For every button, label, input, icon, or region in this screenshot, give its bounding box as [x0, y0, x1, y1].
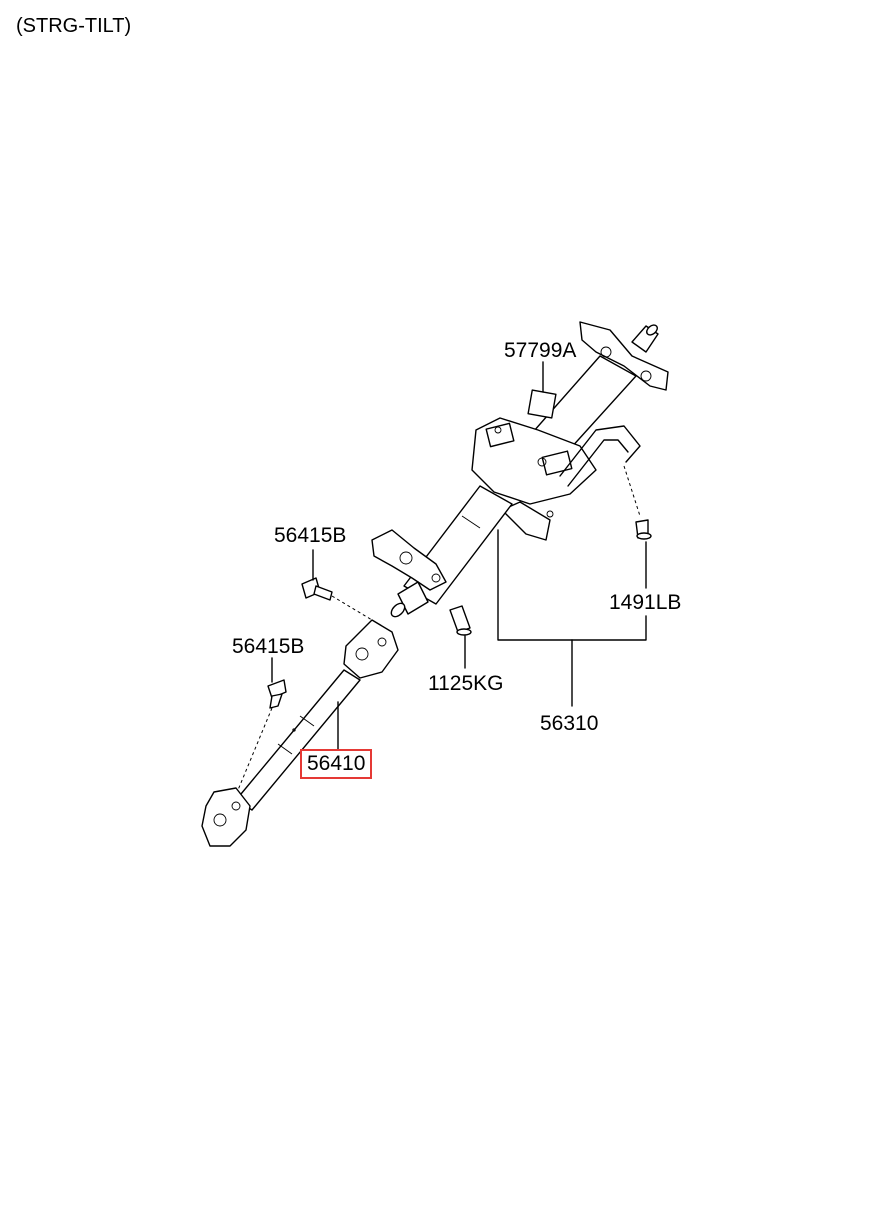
part-label-56310: 56310 [540, 712, 599, 735]
fasteners [237, 465, 652, 791]
part-label-1125kg: 1125KG [428, 672, 504, 695]
steering-column-assembly [371, 321, 669, 618]
part-label-1491lb: 1491LB [609, 591, 682, 614]
leader-lines [271, 361, 647, 751]
part-label-56415b-lower: 56415B [232, 635, 305, 658]
part-label-56410-highlighted[interactable]: 56410 [300, 749, 373, 779]
page-title: (STRG-TILT) [16, 15, 132, 37]
part-label-56415b-upper: 56415B [274, 524, 347, 547]
intermediate-shaft-56410 [201, 619, 399, 847]
part-label-57799a: 57799A [504, 339, 577, 362]
